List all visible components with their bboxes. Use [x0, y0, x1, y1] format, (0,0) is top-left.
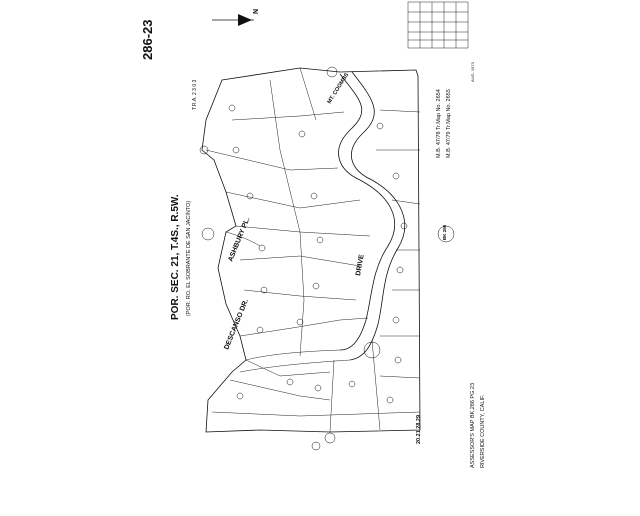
assessor-label-1: ASSESSOR'S MAP BK.286 PG.23	[470, 383, 476, 468]
revision-table	[407, 1, 469, 49]
tra-label: T.R.A. 2 3 0 3	[192, 79, 198, 110]
assessor-label-2: RIVERSIDE COUNTY, CALIF.	[480, 394, 486, 468]
section-ref-bottom: 20.21 28.29	[416, 415, 422, 444]
book-reference-circles: BK 286	[201, 66, 455, 451]
map-ref-1: M.B. 47/78 Tr.Map No. 2654	[436, 89, 442, 158]
corner-note: AUG. 1973	[470, 61, 475, 82]
section-title: POR. SEC. 21, T.4S., R.5W.	[170, 194, 181, 320]
road-label-drive: DRIVE	[355, 254, 366, 277]
north-arrow-icon: N	[212, 9, 260, 26]
parcel-outline	[201, 67, 421, 433]
winding-road	[199, 71, 406, 373]
section-subtitle: (POR. RO. EL SOBRANTE DE SAN JACINTO)	[186, 201, 192, 316]
lot-markers	[228, 104, 408, 404]
page-number: 286-23	[140, 20, 155, 60]
north-label: N	[253, 9, 260, 14]
map-ref-2: M.B. 47/79 Tr.Map No. 2655	[446, 89, 452, 158]
book-ref-circle: BK 286	[442, 224, 447, 240]
